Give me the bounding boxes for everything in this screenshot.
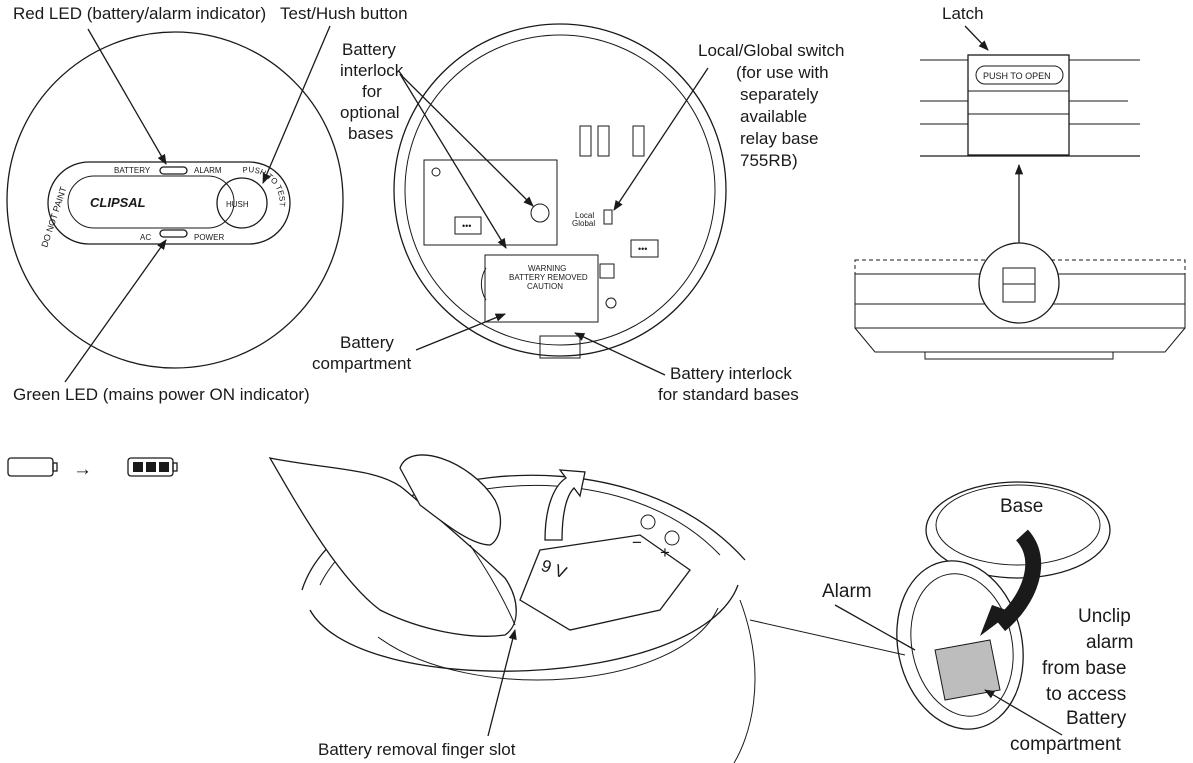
battery-removal-panel: 9 V − + Battery removal finger slot: [268, 454, 756, 763]
green-led-callout: Green LED (mains power ON indicator): [13, 385, 310, 404]
interlock-standard: [539, 335, 581, 359]
battery-label: BATTERY: [114, 166, 151, 175]
latch-panel: Latch PUSH TO OPEN: [854, 4, 1186, 360]
interlock-optional-callout: Battery interlock for optional bases: [340, 40, 408, 143]
device-face-panel: BATTERY ALARM AC POWER CLIPSAL HUSH PUSH…: [6, 4, 408, 404]
brand-logo: CLIPSAL: [90, 195, 146, 210]
rear-inner-ring: [404, 34, 716, 346]
logo-panel: [67, 175, 235, 229]
red-led: [159, 166, 188, 175]
interlock-standard-callout: Battery interlock for standard bases: [658, 364, 799, 404]
unclip-panel: Base Alarm Unclip alarm from base to acc…: [749, 481, 1139, 755]
hand: [268, 457, 517, 637]
lift-arrow: [544, 469, 586, 541]
warning-line2: BATTERY REMOVED: [509, 273, 588, 282]
hush-label: HUSH: [226, 200, 249, 209]
power-label: POWER: [194, 233, 224, 242]
battery-compartment: [484, 254, 599, 323]
local-label: Local: [575, 211, 594, 220]
arrow-icon: →: [73, 459, 92, 480]
detector-outline: [6, 31, 344, 369]
base-disc: [925, 481, 1111, 579]
battery-plus: +: [660, 543, 670, 562]
interlock-pin: [530, 203, 550, 223]
battery-in-alarm: [934, 639, 1001, 701]
green-led: [159, 229, 188, 238]
push-to-open-label: PUSH TO OPEN: [983, 71, 1051, 81]
test-hush-leader: [262, 25, 331, 184]
do-not-paint-label: DO NOT PAINT: [39, 185, 68, 249]
unclip-callout: Unclip alarm from base to access Battery…: [1010, 606, 1139, 755]
latch-zoom-circle: [978, 242, 1060, 324]
warning-line3: CAUTION: [527, 282, 563, 291]
red-led-callout: Red LED (battery/alarm indicator): [13, 4, 266, 23]
svg-text:•••: •••: [638, 244, 647, 254]
svg-text:•••: •••: [462, 221, 471, 231]
battery-9v: [519, 534, 691, 631]
local-global-switch: [603, 209, 613, 225]
rear-view-panel: ••• Local Global ••• WARNING BATTERY REM…: [312, 23, 849, 404]
battery-minus: −: [632, 533, 642, 552]
interlock-plate: [423, 159, 558, 246]
warning-line1: WARNING: [528, 264, 566, 273]
battery-empty-icon: [7, 457, 54, 477]
push-to-test-label: PUSH TO TEST: [242, 165, 287, 207]
finger-slot-callout: Battery removal finger slot: [318, 740, 516, 759]
latch-block: [967, 54, 1070, 156]
test-hush-button: [216, 177, 268, 229]
red-led-leader: [87, 28, 167, 165]
test-hush-callout: Test/Hush button: [280, 4, 408, 23]
base-callout: Base: [1000, 496, 1043, 517]
front-panel: [47, 161, 291, 245]
green-led-leader: [64, 239, 167, 383]
ac-label: AC: [140, 233, 151, 242]
battery-compartment-callout: Battery compartment: [312, 333, 411, 373]
alarm-callout: Alarm: [822, 581, 872, 602]
global-label: Global: [572, 219, 595, 228]
battery-icons: →: [7, 457, 178, 480]
alarm-label: ALARM: [194, 166, 222, 175]
rear-outer-ring: [393, 23, 727, 357]
latch-callout: Latch: [942, 4, 984, 23]
unclip-arrow: [980, 605, 1012, 636]
local-global-callout: Local/Global switch (for use with separa…: [698, 41, 849, 170]
